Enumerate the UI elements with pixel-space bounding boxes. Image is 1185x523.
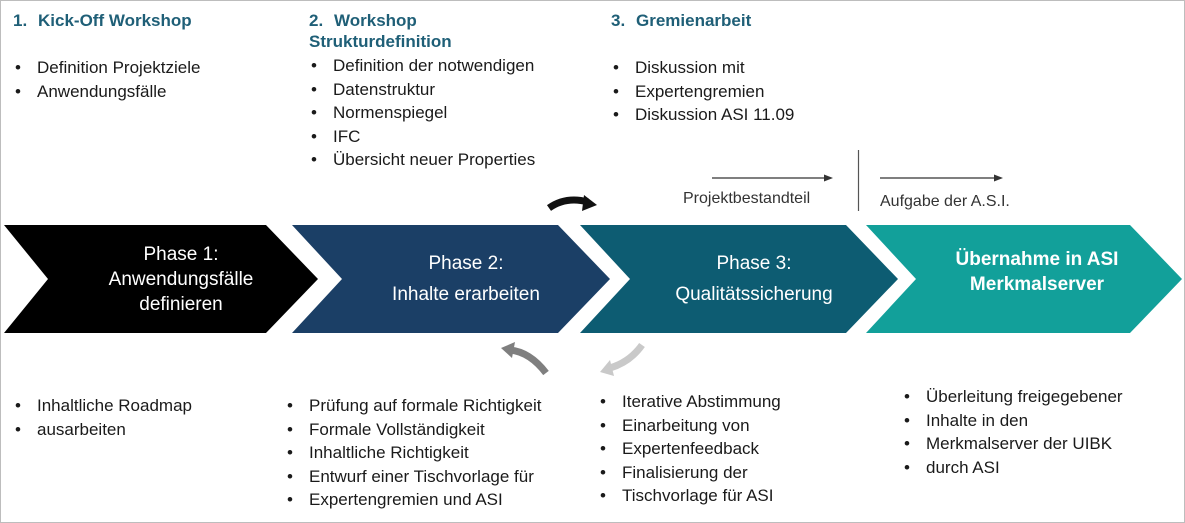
list-item-text: Expertenfeedback <box>622 439 760 458</box>
scope-label-projektbestandteil: Projektbestandteil <box>683 190 811 207</box>
flow-arrow-curve <box>546 196 589 211</box>
list-item-continuation: ausarbeiten <box>13 418 192 442</box>
phase-4-label: Übernahme in ASI Merkmalserver <box>866 211 1182 333</box>
list-item: Iterative Abstimmung <box>598 390 781 414</box>
bullet-list: Diskussion mit Expertengremien Diskussio… <box>611 56 794 127</box>
list-item: Finalisierung der <box>598 461 781 485</box>
list-item-text: Merkmalserver der UIBK <box>926 434 1113 453</box>
scope-arrow-head <box>824 174 833 182</box>
list-item-text: Tischvorlage für ASI <box>622 486 774 505</box>
flow-arrow-head <box>582 195 597 211</box>
list-item-text: Datenstruktur <box>333 79 436 99</box>
bottom-column-phase-3: Iterative Abstimmung Einarbeitung von Ex… <box>598 390 781 508</box>
list-item-text: ausarbeiten <box>37 419 126 439</box>
phase-title: Phase 2: <box>428 253 504 274</box>
bullet-list: Definition Projektziele Anwendungsfälle <box>13 56 200 103</box>
list-item-text: Expertengremien <box>635 81 765 101</box>
list-item-text: Inhalte in den <box>926 410 1029 430</box>
bottom-column-phase-1: Inhaltliche Roadmap ausarbeiten <box>13 394 192 441</box>
cycle-arrow-curve <box>509 346 549 376</box>
phase-title: Phase 1: <box>143 243 219 265</box>
column-heading: 3. Gremienarbeit <box>611 10 794 31</box>
column-heading: 1. Kick-Off Workshop <box>13 10 200 31</box>
list-item-continuation: Expertengremien und ASI <box>285 488 541 512</box>
list-item: Übersicht neuer Properties <box>309 148 535 172</box>
phase-line: Anwendungsfälle <box>108 268 254 290</box>
heading-title: Kick-Off Workshop <box>38 11 192 30</box>
phase-title: Übernahme in ASI <box>955 249 1119 270</box>
phase-2-label: Phase 2: Inhalte erarbeiten <box>292 225 610 333</box>
bullet-list: Definition der notwendigen Datenstruktur… <box>309 54 535 172</box>
list-item: IFC <box>309 125 535 149</box>
list-item: Formale Vollständigkeit <box>285 418 541 442</box>
list-item-continuation: Merkmalserver der UIBK <box>902 432 1123 456</box>
phase-3-label: Phase 3: Qualitätssicherung <box>580 225 898 333</box>
list-item: Überleitung freigegebener <box>902 385 1123 409</box>
bottom-column-phase-2: Prüfung auf formale Richtigkeit Formale … <box>285 394 541 512</box>
phase-line: definieren <box>139 293 223 315</box>
phase-line: Merkmalserver <box>969 274 1105 295</box>
list-item: Definition Projektziele <box>13 56 200 80</box>
phase-1-label: Phase 1: Anwendungsfälle definieren <box>4 225 318 333</box>
list-item: Diskussion ASI 11.09 <box>611 103 794 127</box>
scope-arrow-head <box>994 174 1003 182</box>
bullet-list: Überleitung freigegebener Inhalte in den… <box>902 385 1123 479</box>
bullet-list: Prüfung auf formale Richtigkeit Formale … <box>285 394 541 512</box>
list-item: Anwendungsfälle <box>13 80 200 104</box>
heading-title: Workshop <box>334 11 417 30</box>
list-item: Inhaltliche Richtigkeit <box>285 441 541 465</box>
list-item: Prüfung auf formale Richtigkeit <box>285 394 541 418</box>
phase-line: Qualitätssicherung <box>675 284 833 305</box>
bottom-column-phase-4: Überleitung freigegebener Inhalte in den… <box>902 385 1123 479</box>
heading-title: Gremienarbeit <box>636 11 752 30</box>
bullet-list: Iterative Abstimmung Einarbeitung von Ex… <box>598 390 781 508</box>
chevron-shape <box>866 225 1182 333</box>
top-column-gremienarbeit: 3. Gremienarbeit Diskussion mit Experteng… <box>611 10 794 127</box>
phase-3-chevron: Phase 3: Qualitätssicherung <box>580 225 898 333</box>
list-item-continuation: Datenstruktur <box>309 78 535 102</box>
scope-label-asi-task: Aufgabe der A.S.I. <box>880 193 1010 210</box>
cycle-arrow-head-light <box>600 360 614 376</box>
phase-1-chevron: Phase 1: Anwendungsfälle definieren <box>4 225 318 333</box>
list-item-continuation: durch ASI <box>902 456 1123 480</box>
list-item-continuation: Expertengremien <box>611 80 794 104</box>
list-item-continuation: Tischvorlage für ASI <box>598 484 781 508</box>
phase-4-chevron: Übernahme in ASI Merkmalserver <box>866 225 1182 333</box>
bullet-list: Inhaltliche Roadmap ausarbeiten <box>13 394 192 441</box>
heading-number: 2. <box>309 11 324 30</box>
chevron-shape <box>292 225 610 333</box>
list-item: Definition der notwendigen <box>309 54 535 78</box>
heading-number: 1. <box>13 11 28 30</box>
phase-line: Inhalte erarbeiten <box>392 284 540 305</box>
list-item: Normenspiegel <box>309 101 535 125</box>
phase-title: Phase 3: <box>716 253 792 274</box>
list-item-text: Expertengremien und ASI <box>309 490 503 509</box>
chevron-shape <box>580 225 898 333</box>
heading-number: 3. <box>611 11 626 30</box>
column-heading: 2. Workshop Strukturdefinition <box>309 10 535 52</box>
top-column-kickoff: 1. Kick-Off Workshop Definition Projektzi… <box>13 10 200 103</box>
list-item: Einarbeitung von <box>598 414 781 438</box>
phase-2-chevron: Phase 2: Inhalte erarbeiten <box>292 225 610 333</box>
list-item-continuation: Inhalte in den <box>902 409 1123 433</box>
list-item-text: durch ASI <box>926 457 1000 477</box>
cycle-arrow-curve-light <box>608 342 645 372</box>
list-item: Entwurf einer Tischvorlage für <box>285 465 541 489</box>
list-item: Diskussion mit <box>611 56 794 80</box>
list-item-continuation: Expertenfeedback <box>598 437 781 461</box>
cycle-arrow-head <box>501 342 515 358</box>
list-item: Inhaltliche Roadmap <box>13 394 192 418</box>
heading-title-continued: Strukturdefinition <box>309 32 452 51</box>
chevron-shape <box>4 225 318 333</box>
top-column-workshop: 2. Workshop Strukturdefinition Definition… <box>309 10 535 172</box>
